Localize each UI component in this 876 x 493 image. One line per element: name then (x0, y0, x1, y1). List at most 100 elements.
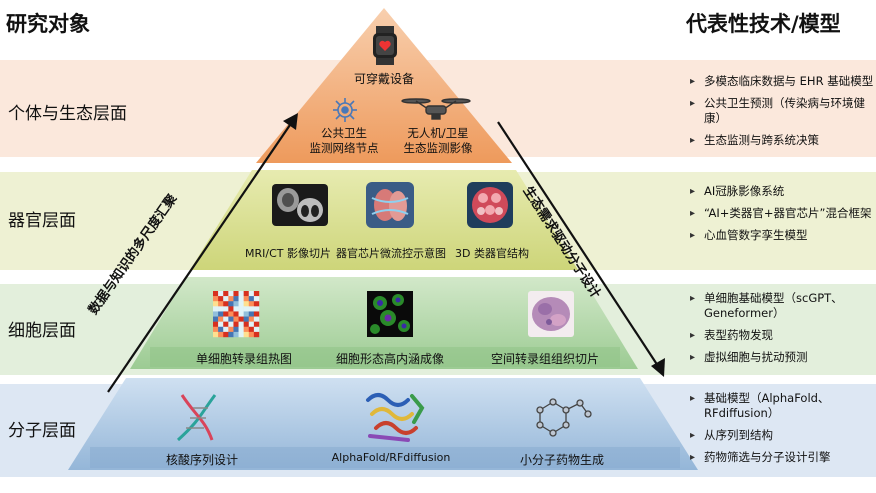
heatmap-cell (228, 316, 234, 322)
heatmap-cell (213, 306, 219, 312)
tech-item: 生态监测与跨系统决策 (690, 133, 876, 148)
heatmap-cell (253, 291, 260, 297)
smartwatch-icon (373, 26, 397, 65)
up-arrow-head (283, 113, 298, 130)
protein-structure-icon (366, 393, 425, 442)
heatmap-cell (228, 296, 234, 302)
heatmap-cell (223, 296, 229, 302)
left-header: 研究对象 (6, 12, 90, 36)
heatmap-cell (253, 306, 260, 312)
heatmap-cell (248, 296, 255, 302)
drone-label-line2: 生态监测影像 (403, 141, 473, 155)
heatmap-cell (243, 331, 249, 338)
small-molecule-icon (536, 398, 592, 437)
cell-caption-tissue: 空间转录组组织切片 (490, 352, 599, 366)
heatmap-cell (233, 301, 239, 307)
node-label: 公共卫生 监测网络节点 (300, 126, 388, 156)
up-arrow-line (107, 121, 293, 393)
down-arrow-line (497, 121, 659, 367)
node-label-line1: 公共卫生 (321, 126, 367, 140)
organ-caption-chip: 器官芯片微流控示意图 (336, 247, 446, 260)
heatmap-cell (218, 311, 224, 317)
heatmap-cell (218, 301, 224, 307)
down-arrow-head (651, 358, 665, 377)
tier-individual (256, 8, 512, 163)
network-node-icon (333, 98, 357, 122)
drone-icon (401, 98, 471, 120)
organoid-image (467, 182, 513, 228)
heatmap-cell (238, 301, 244, 307)
heatmap-cell (243, 326, 249, 333)
tech-item: 基础模型（AlphaFold、RFdiffusion） (690, 391, 876, 421)
tech-list-organ: AI冠脉影像系统 “AI+类器官+器官芯片”混合框架 心血管数字孪生模型 (690, 184, 876, 250)
heatmap-cell (228, 311, 234, 317)
heatmap-cell (223, 326, 229, 333)
heatmap-cell (228, 331, 234, 338)
heatmap-cell (218, 296, 224, 302)
tech-item: 公共卫生预测（传染病与环境健康） (690, 96, 876, 126)
heatmap-cell (223, 331, 229, 338)
heatmap-cell (253, 331, 260, 338)
heatmap-cell (248, 331, 255, 338)
heatmap-cell (248, 306, 255, 312)
heatmap-cell (233, 321, 239, 327)
tech-item: “AI+类器官+器官芯片”混合框架 (690, 206, 876, 221)
tech-list-individual: 多模态临床数据与 EHR 基础模型 公共卫生预测（传染病与环境健康） 生态监测与… (690, 74, 876, 155)
heatmap-cell (218, 331, 224, 338)
organ-caption-mri: MRI/CT 影像切片 (245, 247, 331, 260)
heatmap-cell (248, 291, 255, 297)
molecule-caption-smallmol: 小分子药物生成 (519, 453, 604, 467)
heatmap-cell (228, 301, 234, 307)
node-label-line2: 监测网络节点 (309, 141, 379, 155)
heatmap-cell (253, 316, 260, 322)
heatmap-cell (243, 306, 249, 312)
heatmap-cell (253, 326, 260, 333)
heatmap-cell (228, 291, 234, 297)
drone-label-line1: 无人机/卫星 (407, 126, 469, 140)
tech-item: AI冠脉影像系统 (690, 184, 876, 199)
heatmap-cell (213, 321, 219, 327)
heatmap-cell (243, 311, 249, 317)
cell-imaging-image (367, 291, 413, 337)
drone-label: 无人机/卫星 生态监测影像 (392, 126, 484, 156)
heatmap-cell (223, 291, 229, 297)
heatmap-cell (218, 316, 224, 322)
heatmap-cell (238, 331, 244, 338)
heatmap-cell (243, 321, 249, 327)
heatmap-cell (238, 326, 244, 333)
wearable-label: 可穿戴设备 (353, 72, 414, 86)
heatmap-cell (223, 301, 229, 307)
heatmap-cell (218, 291, 224, 297)
heatmap-cell (248, 321, 255, 327)
heatmap-cell (213, 316, 219, 322)
heatmap-cell (213, 301, 219, 307)
tech-item: 从序列到结构 (690, 428, 876, 443)
heatmap-cell (228, 326, 234, 333)
mri-slices-image (272, 184, 328, 226)
level-organ: 器官层面 (8, 211, 76, 231)
heatmap-cell (243, 301, 249, 307)
heatmap-cell (238, 311, 244, 317)
heatmap-cell (238, 291, 244, 297)
tech-list-molecule: 基础模型（AlphaFold、RFdiffusion） 从序列到结构 药物筛选与… (690, 391, 876, 472)
heatmap-cell (218, 326, 224, 333)
heatmap-cell (213, 296, 219, 302)
tech-item: 虚拟细胞与扰动预测 (690, 350, 876, 365)
heatmap-cell (223, 316, 229, 322)
heatmap-cell (233, 326, 239, 333)
cell-caption-heatmap: 单细胞转录组热图 (195, 352, 292, 366)
heatmap-cell (248, 316, 255, 322)
heatmap-cell (243, 316, 249, 322)
heatmap-cell (233, 316, 239, 322)
heatmap-cell (253, 311, 260, 317)
dna-helix-icon (176, 394, 217, 442)
tech-item: 药物筛选与分子设计引擎 (690, 450, 876, 465)
heatmap-cell (223, 321, 229, 327)
tech-item: 心血管数字孪生模型 (690, 228, 876, 243)
heatmap-cell (233, 291, 239, 297)
molecule-caption-protein: AlphaFold/RFdiffusion (331, 451, 451, 464)
level-molecule: 分子层面 (8, 421, 76, 441)
tech-list-cell: 单细胞基础模型（scGPT、Geneformer） 表型药物发现 虚拟细胞与扰动… (690, 291, 876, 372)
organ-chip-image (366, 182, 414, 228)
